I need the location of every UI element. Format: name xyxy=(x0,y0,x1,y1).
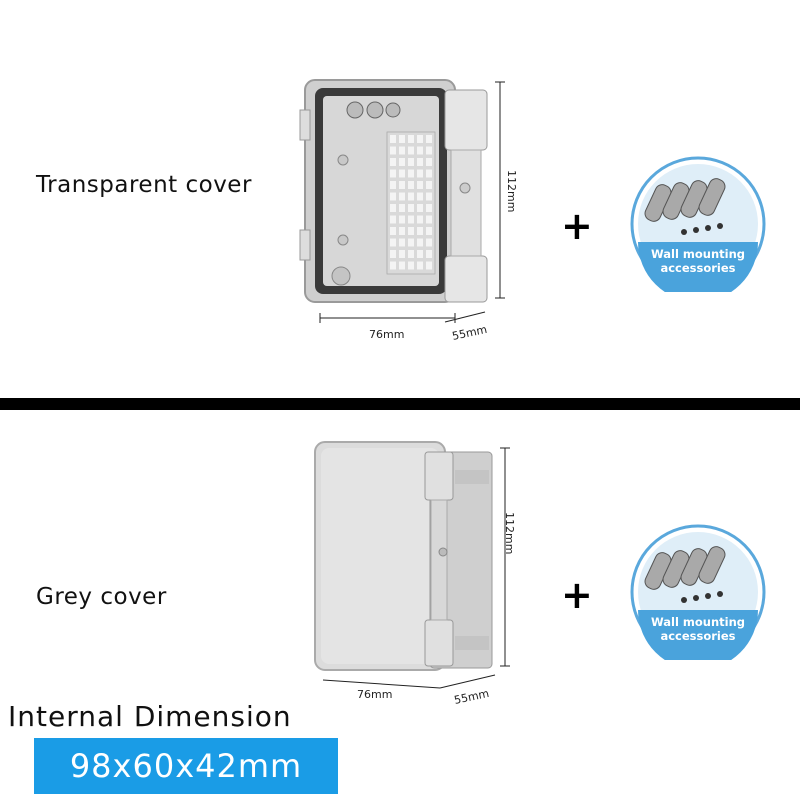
grid-cell xyxy=(417,238,423,247)
bottom-height-dim: 112mm xyxy=(503,512,516,554)
grid-cell xyxy=(390,261,396,270)
grid-cell xyxy=(408,204,414,212)
grid-cell xyxy=(408,192,414,201)
top-plus-sign: + xyxy=(561,204,593,248)
grid-cell xyxy=(426,135,432,143)
grid-cell xyxy=(408,135,414,143)
grid-cell xyxy=(426,181,432,189)
grid-cell xyxy=(399,146,405,155)
grey-enclosure-image: 112mm 76mm 55mm xyxy=(314,441,516,707)
bottom-width-dim: 76mm xyxy=(357,688,392,701)
grid-cell xyxy=(426,204,432,212)
section-divider xyxy=(0,398,800,410)
grid-cell xyxy=(408,181,414,189)
top-badge-line2: accessories xyxy=(660,261,735,275)
grid-cell xyxy=(426,227,432,235)
grid-cell xyxy=(390,227,396,235)
grid-cell xyxy=(399,261,405,270)
internal-dimension-title: Internal Dimension xyxy=(8,700,292,733)
grid-cell xyxy=(426,158,432,166)
internal-dimension-value: 98x60x42mm xyxy=(34,738,338,794)
grid-cell xyxy=(390,181,396,189)
grid-cell xyxy=(399,250,405,258)
bottom-badge-line2: accessories xyxy=(660,629,735,643)
grid-cell xyxy=(399,238,405,247)
bottom-badge-line1: Wall mounting xyxy=(651,615,745,629)
grid-cell xyxy=(417,135,423,143)
grid-cell xyxy=(390,204,396,212)
transparent-enclosure-image: 112mm 76mm 55mm xyxy=(299,79,518,343)
grid-cell xyxy=(417,215,423,224)
grid-cell xyxy=(408,250,414,258)
grid-cell xyxy=(417,158,423,166)
grid-cell xyxy=(399,181,405,189)
grid-cell xyxy=(399,227,405,235)
grid-cell xyxy=(417,146,423,155)
grid-cell xyxy=(426,261,432,270)
grid-cell xyxy=(426,146,432,155)
grid-cell xyxy=(417,227,423,235)
grid-cell xyxy=(426,192,432,201)
grid-cell xyxy=(399,192,405,201)
transparent-cover-label: Transparent cover xyxy=(36,172,252,198)
top-height-dim: 112mm xyxy=(505,170,518,212)
grid-cell xyxy=(417,250,423,258)
grid-cell xyxy=(426,238,432,247)
grid-cell xyxy=(417,261,423,270)
grid-cell xyxy=(408,146,414,155)
grid-cell xyxy=(408,215,414,224)
grid-cell xyxy=(417,192,423,201)
grid-cell xyxy=(390,146,396,155)
grid-cell xyxy=(399,215,405,224)
grid-cell xyxy=(426,250,432,258)
grid-cell xyxy=(390,135,396,143)
bottom-plus-sign: + xyxy=(561,573,593,617)
grid-cell xyxy=(408,158,414,166)
grid-cell xyxy=(390,215,396,224)
grid-cell xyxy=(417,204,423,212)
grid-cell xyxy=(408,238,414,247)
top-width-dim: 76mm xyxy=(369,328,404,341)
grid-cell xyxy=(426,169,432,178)
grid-cell xyxy=(390,158,396,166)
top-badge-line1: Wall mounting xyxy=(651,247,745,261)
top-depth-dim: 55mm xyxy=(451,323,488,343)
grid-cell xyxy=(399,158,405,166)
grid-cell xyxy=(390,250,396,258)
grid-cell xyxy=(408,227,414,235)
grid-cell xyxy=(399,135,405,143)
top-wall-mounting-badge: Wall mounting accessories xyxy=(630,156,766,292)
grid-cell xyxy=(390,192,396,201)
grid-cell xyxy=(417,181,423,189)
grid-cell xyxy=(390,169,396,178)
grid-cell xyxy=(399,204,405,212)
grid-cell xyxy=(408,169,414,178)
grid-cell xyxy=(408,261,414,270)
grid-cell xyxy=(426,215,432,224)
bottom-wall-mounting-badge: Wall mounting accessories xyxy=(630,524,766,660)
grid-cell xyxy=(417,169,423,178)
bottom-depth-dim: 55mm xyxy=(453,687,490,707)
grid-cell xyxy=(399,169,405,178)
grey-cover-label: Grey cover xyxy=(36,584,167,610)
grid-cell xyxy=(390,238,396,247)
